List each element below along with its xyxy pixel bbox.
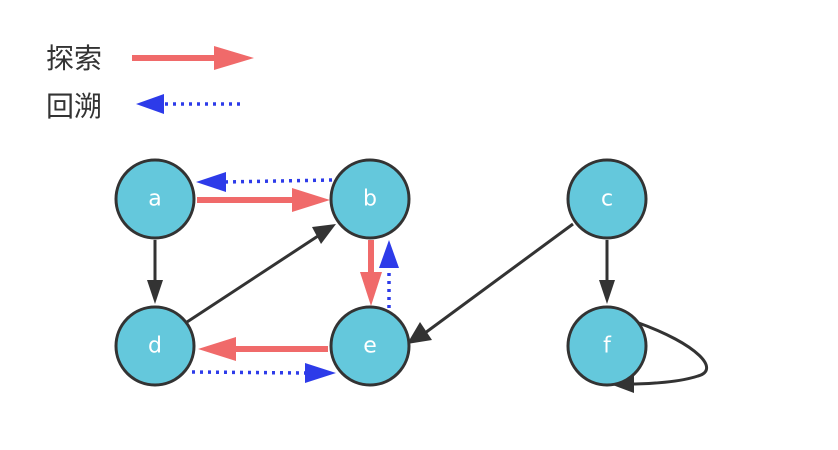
edge-e-b-backtrack — [379, 240, 399, 308]
node-b-label: b — [363, 187, 377, 212]
edge-b-a-backtrack — [196, 172, 333, 192]
legend-explore-arrow — [132, 46, 254, 70]
edge-e-d-explore — [198, 337, 328, 361]
legend-explore-label: 探索 — [46, 42, 102, 75]
edge-d-b — [186, 224, 336, 324]
node-a-label: a — [148, 187, 161, 212]
node-d-label: d — [148, 334, 162, 359]
edge-a-d — [147, 240, 163, 304]
edge-c-e — [407, 222, 574, 344]
legend-backtrack-arrow — [136, 94, 240, 114]
node-d[interactable]: d — [114, 305, 196, 387]
legend: 探索 回溯 — [46, 42, 254, 123]
nodes: a b c d e f — [114, 158, 648, 387]
node-e-label: e — [363, 334, 377, 359]
node-f-label: f — [603, 334, 612, 359]
edge-a-b-explore — [197, 188, 330, 212]
legend-backtrack-label: 回溯 — [46, 90, 102, 123]
node-b[interactable]: b — [329, 158, 411, 240]
node-a[interactable]: a — [114, 158, 196, 240]
node-c[interactable]: c — [566, 158, 648, 240]
edge-c-f — [599, 240, 615, 304]
node-c-label: c — [601, 187, 613, 212]
node-e[interactable]: e — [329, 305, 411, 387]
node-f[interactable]: f — [566, 305, 648, 387]
edge-b-e-explore — [360, 240, 382, 306]
edge-d-e-backtrack — [191, 363, 336, 383]
